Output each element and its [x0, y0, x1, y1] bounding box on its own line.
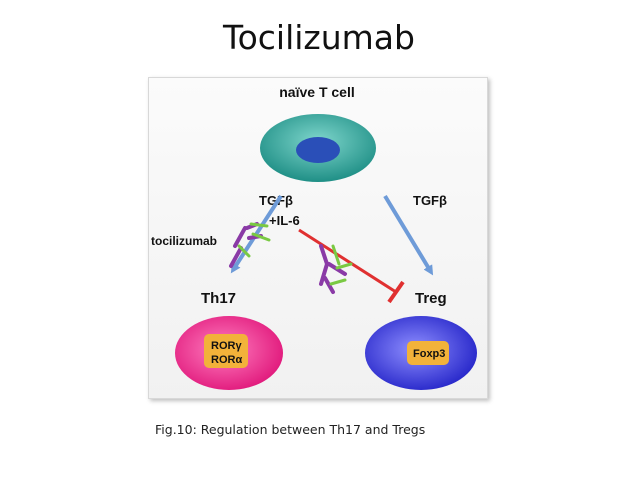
naive-t-cell-nucleus: [296, 137, 340, 163]
tocilizumab-antibody-center: [319, 244, 353, 294]
treg-factor: Foxp3: [413, 348, 445, 360]
treg-label: Treg: [415, 290, 447, 307]
th17-factor-1: RORγ: [211, 340, 242, 352]
inhibition-bar: [387, 280, 405, 304]
regulation-diagram: naïve T cell TGFβ +IL-6 TGFβ tocilizumab: [151, 84, 477, 390]
th17-factor-box: [204, 334, 248, 368]
naive-cell-label: naïve T cell: [279, 84, 354, 100]
arrow-to-th17: [230, 194, 283, 274]
arrow-to-treg: [383, 194, 434, 276]
inhibition-line: [298, 228, 397, 294]
drug-label: tocilizumab: [151, 234, 217, 248]
th17-label: Th17: [201, 290, 236, 307]
treg-factor-box: [407, 341, 449, 365]
tocilizumab-antibody-left: [229, 222, 271, 268]
right-signal-label: TGFβ: [413, 193, 447, 208]
figure-caption: Fig.10: Regulation between Th17 and Treg…: [155, 422, 426, 437]
figure-frame: naïve T cell TGFβ +IL-6 TGFβ tocilizumab: [148, 77, 488, 399]
left-cytokine-label: +IL-6: [269, 213, 300, 228]
th17-factor-2: RORα: [211, 354, 242, 366]
slide-title: Tocilizumab: [223, 18, 415, 57]
